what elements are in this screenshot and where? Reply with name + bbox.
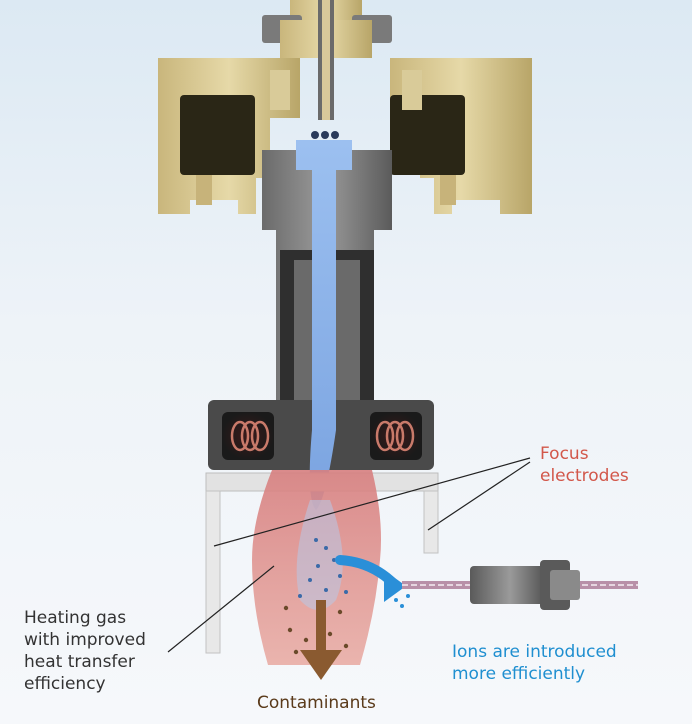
brass-housing [158,58,532,214]
plasma-channel [296,131,352,510]
ion-transfer-capillary [402,560,638,610]
heating-gas-plume [252,470,381,665]
ions-label: Ions are introduced more efficiently [452,642,617,684]
heating-gas-label: Heating gas with improved heat transfer … [24,608,146,694]
ion-flow-arrow [335,555,410,608]
contaminants-label: Contaminants [257,693,376,713]
contaminants-arrow [300,600,342,680]
top-fitting [262,0,392,120]
focus-electrodes-label: Focus electrodes [540,444,629,486]
heater-coils [222,412,422,460]
leader-lines [167,457,531,653]
